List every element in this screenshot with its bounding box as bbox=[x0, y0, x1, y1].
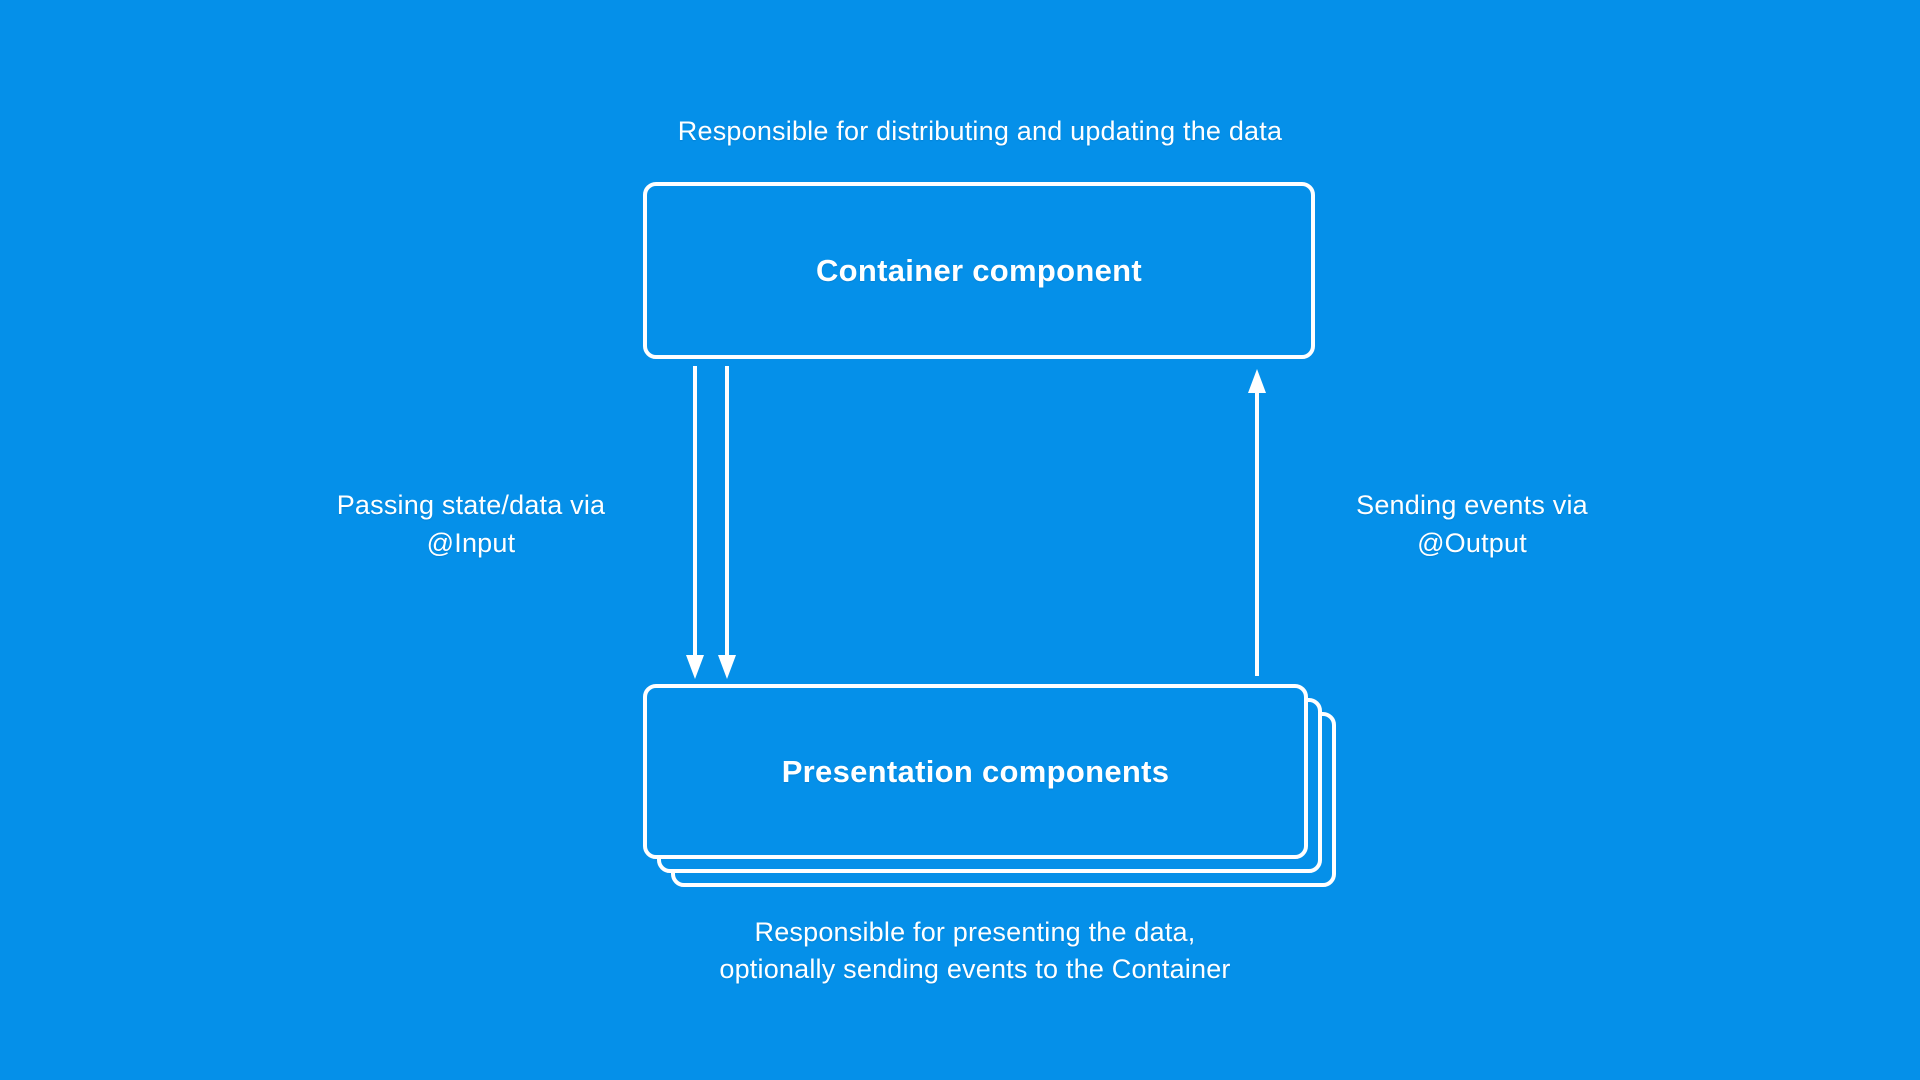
presentation-box-caption-line2: optionally sending events to the Contain… bbox=[719, 954, 1231, 984]
presentation-box-caption-line1: Responsible for presenting the data, bbox=[754, 917, 1196, 947]
input-arrow-label-line2: @Input bbox=[426, 528, 516, 558]
input-arrowhead-down-icon bbox=[718, 655, 736, 679]
presentation-components-title: Presentation components bbox=[781, 753, 1170, 789]
input-arrow-label-line1: Passing state/data via bbox=[336, 490, 606, 520]
input-arrow-line-1 bbox=[693, 366, 697, 658]
output-arrowhead-up-icon bbox=[1248, 369, 1266, 393]
input-arrowhead-down-icon bbox=[686, 655, 704, 679]
output-arrow-line bbox=[1255, 390, 1259, 676]
presentation-components-box: Presentation components bbox=[643, 684, 1308, 859]
container-box-caption: Responsible for distributing and updatin… bbox=[677, 116, 1283, 146]
output-arrow-label: Sending events via @Output bbox=[1252, 486, 1692, 562]
output-arrow-label-line2: @Output bbox=[1417, 528, 1527, 558]
container-component-box: Container component bbox=[643, 182, 1315, 359]
output-arrow-label-line1: Sending events via bbox=[1356, 490, 1588, 520]
input-arrow-line-2 bbox=[725, 366, 729, 658]
container-component-title: Container component bbox=[815, 252, 1143, 288]
presentation-box-caption: Responsible for presenting the data, opt… bbox=[625, 914, 1325, 988]
input-arrow-label: Passing state/data via @Input bbox=[251, 486, 691, 562]
